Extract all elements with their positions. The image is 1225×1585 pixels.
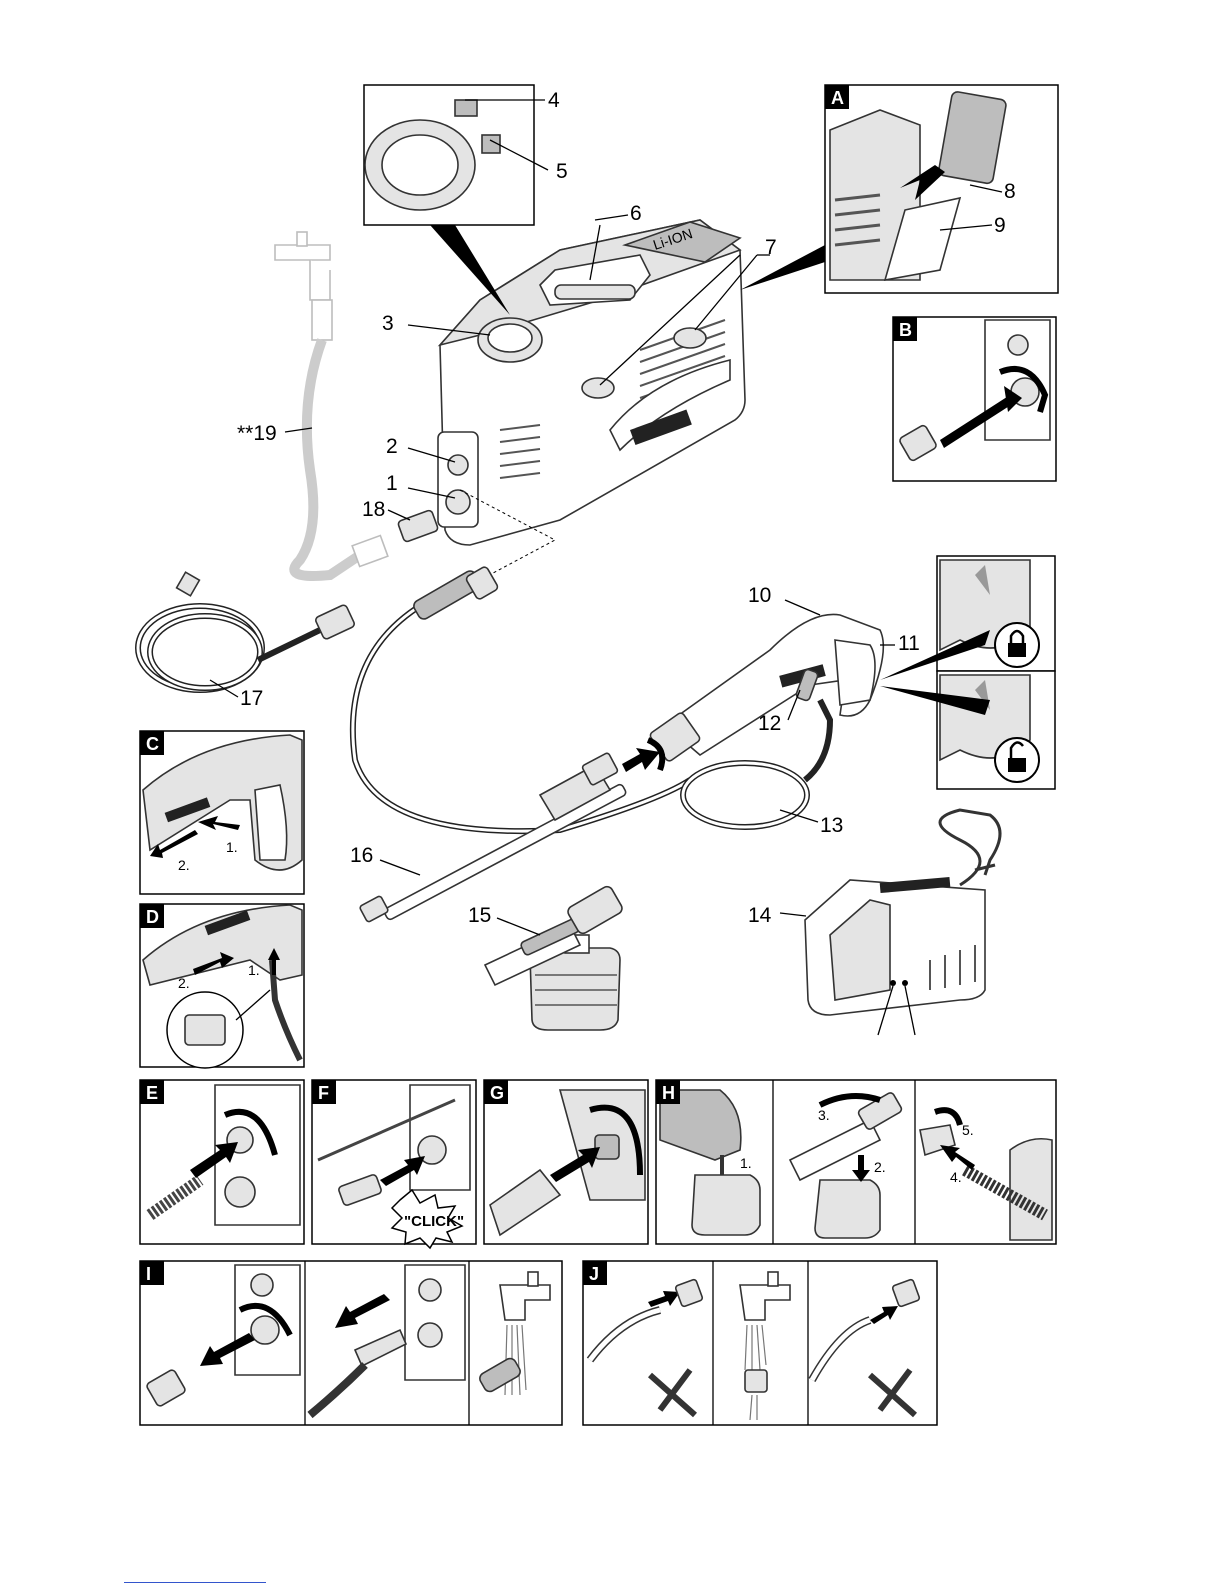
- detergent-nozzle-15: [485, 885, 624, 1030]
- d-step-1: 1.: [248, 962, 260, 978]
- callout-17: 17: [240, 687, 263, 710]
- panel-j-tag: J: [589, 1264, 599, 1284]
- panel-j: J: [583, 1261, 937, 1425]
- panel-trigger-unlock: [880, 671, 1055, 789]
- callout-14: 14: [748, 904, 772, 927]
- panel-i: I: [140, 1261, 562, 1425]
- garden-hose-optional: [275, 232, 388, 576]
- supply-hose-17: [138, 572, 355, 690]
- callout-15: 15: [468, 904, 491, 927]
- panel-a-pointer: [740, 245, 825, 290]
- callout-10: 10: [748, 584, 771, 607]
- detail-display-panel: [364, 85, 534, 225]
- callout-2: 2: [386, 435, 398, 458]
- callout-19: **19: [237, 422, 277, 445]
- h-step-2: 2.: [874, 1159, 886, 1175]
- callout-16: 16: [350, 844, 373, 867]
- panel-d: 1. 2. D: [140, 904, 304, 1068]
- h-step-4: 4.: [950, 1169, 962, 1185]
- c-step-2: 2.: [178, 857, 190, 873]
- panel-h: 1. 2. 3. 4. 5. H: [656, 1080, 1056, 1244]
- click-label: "CLICK": [404, 1213, 464, 1230]
- panel-d-tag: D: [146, 907, 159, 927]
- callout-18: 18: [362, 498, 385, 521]
- panel-c-tag: C: [146, 734, 159, 754]
- panel-f: "CLICK" F: [312, 1080, 476, 1248]
- panel-trigger-lock: [880, 556, 1055, 680]
- panel-g-tag: G: [490, 1083, 504, 1103]
- panel-e: E: [140, 1080, 304, 1244]
- panel-f-tag: F: [318, 1083, 329, 1103]
- callout-7: 7: [765, 236, 777, 259]
- callout-1: 1: [386, 472, 398, 495]
- callout-11: 11: [898, 632, 920, 655]
- battery-charger-14: [805, 810, 1000, 1035]
- panel-g: G: [484, 1080, 648, 1244]
- callout-13: 13: [820, 814, 843, 837]
- panel-e-tag: E: [146, 1083, 158, 1103]
- d-step-2: 2.: [178, 975, 190, 991]
- callout-8: 8: [1004, 180, 1016, 203]
- h-step-3: 3.: [818, 1107, 830, 1123]
- h-step-5: 5.: [962, 1122, 974, 1138]
- panel-c: 1. 2. C: [140, 731, 304, 894]
- callout-5: 5: [556, 160, 568, 183]
- callout-3: 3: [382, 312, 394, 335]
- detail-pointer: [430, 225, 510, 315]
- c-step-1: 1.: [226, 839, 238, 855]
- panel-i-tag: I: [146, 1264, 151, 1284]
- panel-a: A: [825, 85, 1058, 293]
- panel-a-tag: A: [831, 88, 844, 108]
- callout-6: 6: [630, 202, 642, 225]
- callout-12: 12: [758, 712, 781, 735]
- panel-b-tag: B: [899, 320, 912, 340]
- coupling-18: [397, 510, 438, 543]
- panel-h-tag: H: [662, 1083, 675, 1103]
- callout-9: 9: [994, 214, 1006, 237]
- footer-link-underline: [124, 1582, 266, 1583]
- h-step-1: 1.: [740, 1155, 752, 1171]
- callout-4: 4: [548, 89, 560, 112]
- panel-b: B: [893, 317, 1056, 481]
- spray-gun-10: [649, 614, 883, 762]
